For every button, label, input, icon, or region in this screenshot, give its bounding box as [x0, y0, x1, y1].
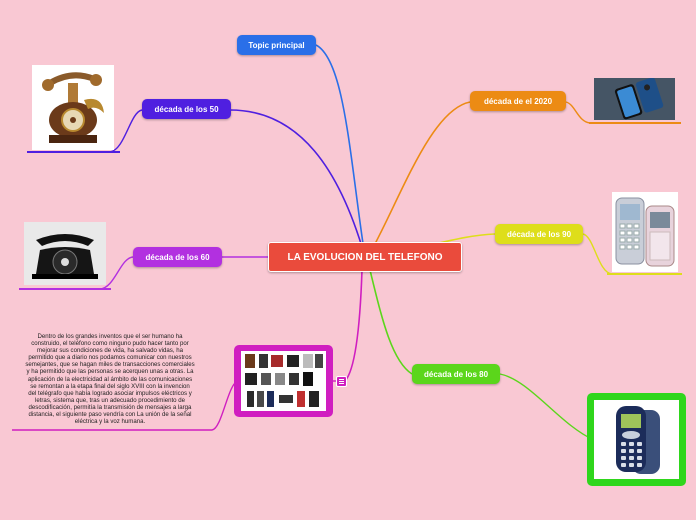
antique-telephone-underline: [27, 151, 120, 153]
connector-d50: [229, 109, 366, 258]
note-icon[interactable]: [336, 376, 347, 387]
topic-decada-2020[interactable]: década de el 2020: [470, 91, 566, 111]
note-line: letras, sistema que, tras un adecuado pr…: [34, 396, 186, 404]
nineties-phones-image: [612, 192, 678, 272]
nokia-image-frame: [587, 393, 686, 486]
connector-d80: [367, 261, 413, 375]
smartphone-underline: [589, 122, 681, 124]
note-line: construido, el teléfono como ninguno pud…: [31, 340, 189, 348]
connector-note: [344, 269, 363, 382]
rotary-telephone-underline: [19, 288, 111, 290]
connector-topic: [315, 44, 366, 258]
note-line: y ha permitido que las personas se acerq…: [26, 368, 194, 376]
note-line: eléctrica y la voz humana.: [74, 418, 146, 426]
smartphone-image: [594, 78, 675, 120]
nokia-phone-image: [594, 400, 679, 479]
note-text: Dentro de los grandes inventos que el se…: [8, 333, 212, 425]
topic-decada-80[interactable]: década de los 80: [412, 364, 500, 384]
nineties-phones-underline: [607, 273, 682, 275]
note-line: descodificación, permitía la transmisión…: [28, 403, 192, 411]
note-line: aplicación de la electricidad al ámbito …: [27, 375, 193, 383]
link-d80-image: [499, 373, 595, 441]
topic-decada-60[interactable]: década de los 60: [133, 247, 222, 267]
note-line: Dentro de los grandes inventos que el se…: [37, 333, 183, 340]
phones-collage-image: [241, 351, 326, 411]
note-line: distancia, el siguiente paso vendría con…: [28, 411, 192, 419]
topic-decada-90[interactable]: década de los 90: [495, 224, 583, 244]
phones-collage-frame: [234, 345, 333, 417]
note-line: se remontan a la etapa final del siglo X…: [30, 382, 190, 390]
topic-decada-50[interactable]: década de los 50: [142, 99, 231, 119]
note-line: del telégrafo que había logrado asociar …: [28, 389, 192, 397]
note-line: permitido que a diario nos podamos comun…: [28, 354, 192, 362]
connector-d2020: [367, 101, 471, 258]
topic-principal[interactable]: Topic principal: [237, 35, 316, 55]
antique-telephone-image: [32, 65, 114, 150]
rotary-telephone-image: [24, 222, 106, 285]
note-line: semejantes, que se hagan miles de transa…: [25, 361, 195, 369]
central-topic[interactable]: LA EVOLUCION DEL TELEFONO: [268, 242, 462, 272]
note-line: mejorar sus condiciones de vida, ha salv…: [37, 347, 183, 355]
